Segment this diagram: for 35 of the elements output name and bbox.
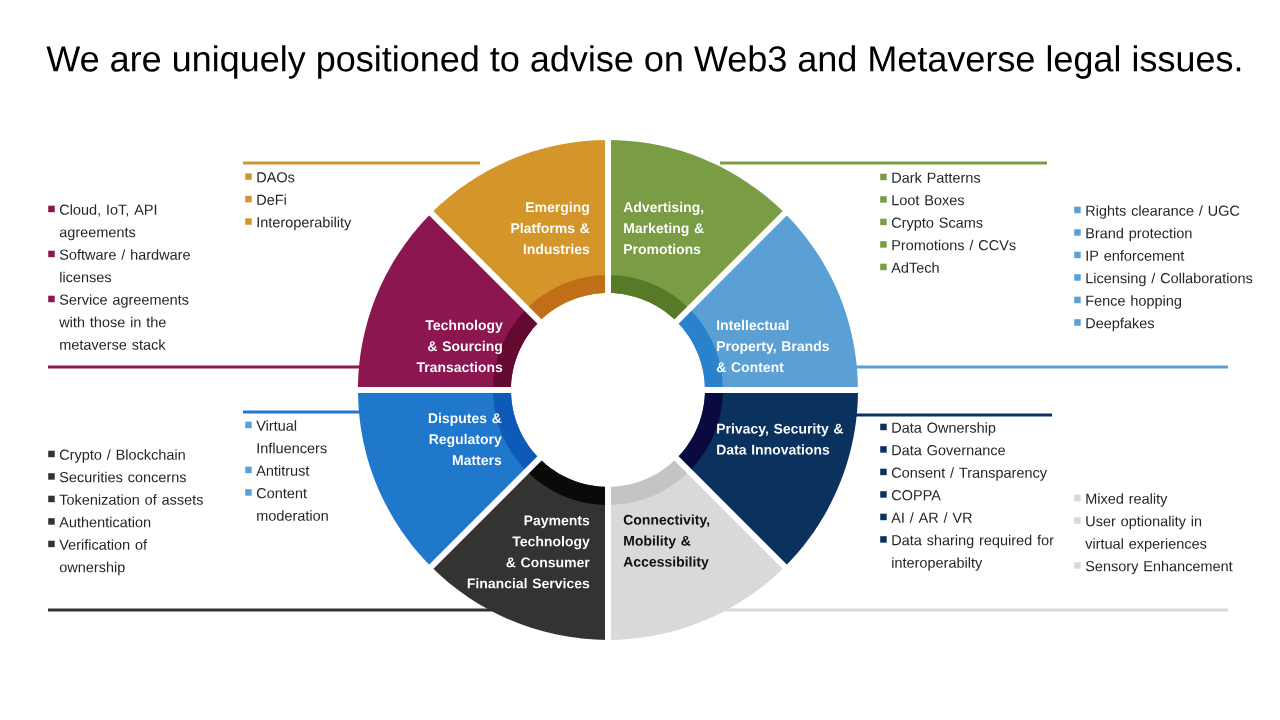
bullet-item: Virtual Influencers [245, 420, 327, 454]
bullet-item: Crypto Scams [880, 217, 983, 231]
bullet-item: Mixed reality [1074, 493, 1168, 507]
bullet-item: Service agreements with those in the metaverse stack [48, 294, 189, 350]
bullet-item: Promotions / CCVs [880, 239, 1016, 251]
bullet-item: AdTech [880, 262, 939, 273]
bullet-item: Sensory Enhancement [1074, 560, 1233, 575]
bullet-item: Verification of ownership [48, 539, 148, 576]
bullet-item: Deepfakes [1074, 317, 1154, 332]
bullet-item: User optionality in virtual experiences [1074, 515, 1207, 552]
bullet-item: Fence hopping [1074, 295, 1181, 309]
bullet-item: Brand protection [1074, 227, 1192, 242]
bullet-item: DAOs [245, 172, 295, 183]
bullet-item: COPPA [880, 490, 941, 501]
bullet-item: Authentication [48, 516, 151, 528]
bullet-item: Loot Boxes [880, 195, 964, 206]
title: We are uniquely positioned to advise on Web3 and Metaverse legal issues. [46, 45, 1241, 79]
bullet-item: Licensing / Collaborations [1074, 272, 1253, 287]
bullet-item: Rights clearance / UGC [1074, 205, 1240, 219]
bullet-item: Tokenization of assets [48, 494, 203, 505]
bullet-item: Antitrust [245, 465, 310, 476]
bullet-item: AI / AR / VR [880, 512, 972, 523]
bullet-item: DeFi [245, 194, 286, 205]
bullet-item: IP enforcement [1074, 250, 1185, 261]
bullet-item: Content moderation [245, 488, 328, 521]
bullet-item: Cloud, IoT, API agreements [48, 204, 157, 241]
bullet-item: Data sharing required for interoperabilty [880, 534, 1054, 571]
bullet-item: Software / hardware licenses [48, 249, 190, 283]
bullet-item: Securities concerns [48, 471, 186, 483]
bullet-item: Crypto / Blockchain [48, 449, 185, 463]
bullet-item: Data Governance [880, 445, 1005, 456]
bullet-item: Data Ownership [880, 422, 996, 436]
bullet-item: Dark Patterns [880, 172, 981, 183]
bullet-item: Consent / Transparency [880, 467, 1047, 481]
bullet-item: Interoperability [245, 216, 352, 231]
